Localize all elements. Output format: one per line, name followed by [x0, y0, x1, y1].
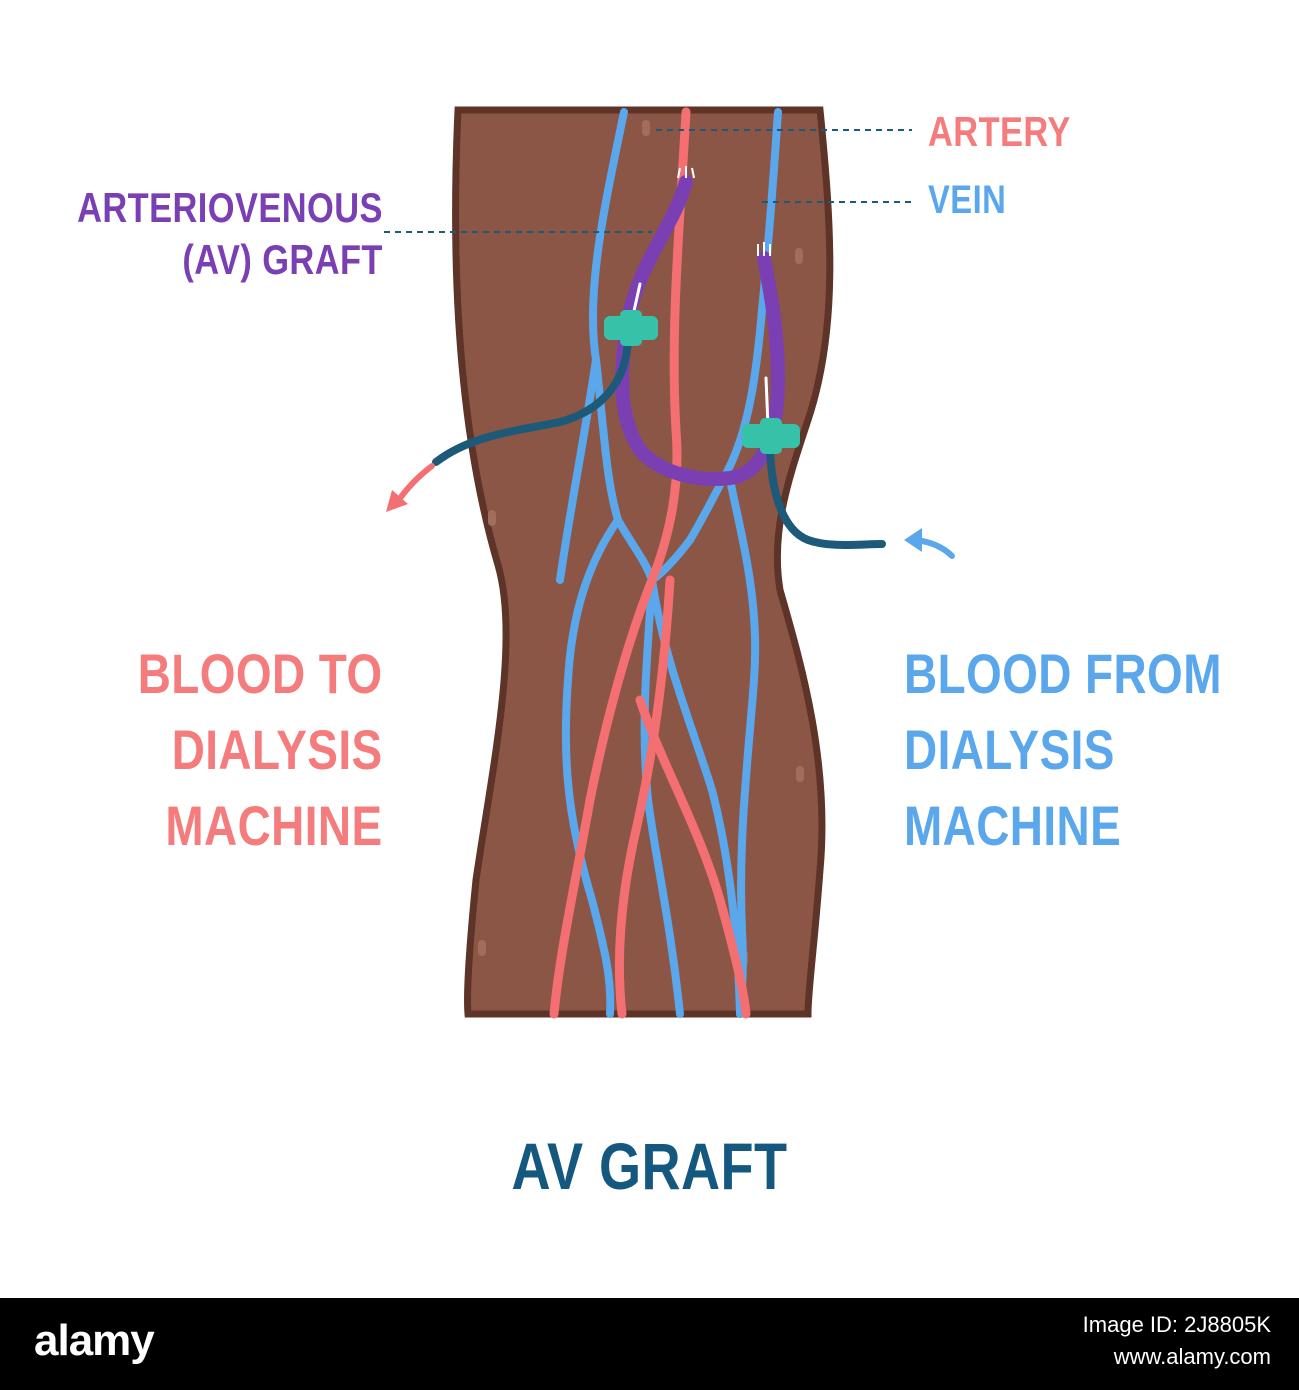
- diagram-title: AV GRAFT: [511, 1129, 788, 1203]
- arteries: [549, 107, 751, 1019]
- blood-to-line1: BLOOD TO: [138, 642, 383, 705]
- blood-from-dialysis-label: BLOOD FROM DIALYSIS MACHINE: [904, 636, 1222, 864]
- flow-arrows: [386, 463, 955, 559]
- blood-to-dialysis-label: BLOOD TO DIALYSIS MACHINE: [138, 636, 383, 864]
- butterfly-connectors: [604, 310, 800, 454]
- artery-label: ARTERY: [928, 108, 1071, 155]
- blood-from-line3: MACHINE: [904, 794, 1122, 857]
- leader-lines: [384, 129, 912, 233]
- av-graft-diagram: [384, 106, 955, 1019]
- blood-from-line2: DIALYSIS: [904, 718, 1115, 781]
- vein-label: VEIN: [928, 178, 1007, 222]
- dialysis-tubes: [432, 336, 886, 549]
- alamy-logo: alamy: [34, 1316, 155, 1365]
- av-graft-label-line1: ARTERIOVENOUS: [77, 184, 383, 231]
- blood-to-line3: MACHINE: [165, 794, 383, 857]
- blood-from-line1: BLOOD FROM: [904, 642, 1222, 705]
- image-id-block: Image ID: 2J8805K www.alamy.com: [1083, 1312, 1271, 1370]
- blood-to-line2: DIALYSIS: [172, 718, 383, 781]
- av-graft-label-line2: (AV) GRAFT: [182, 236, 383, 283]
- watermark-footer: alamy Image ID: 2J8805K www.alamy.com: [0, 1298, 1299, 1390]
- av-graft: [615, 175, 786, 486]
- image-id: Image ID: 2J8805K: [1082, 1312, 1271, 1337]
- site-url: www.alamy.com: [1113, 1344, 1271, 1369]
- av-graft-label: ARTERIOVENOUS (AV) GRAFT: [77, 182, 383, 286]
- graft-sutures: [677, 166, 771, 256]
